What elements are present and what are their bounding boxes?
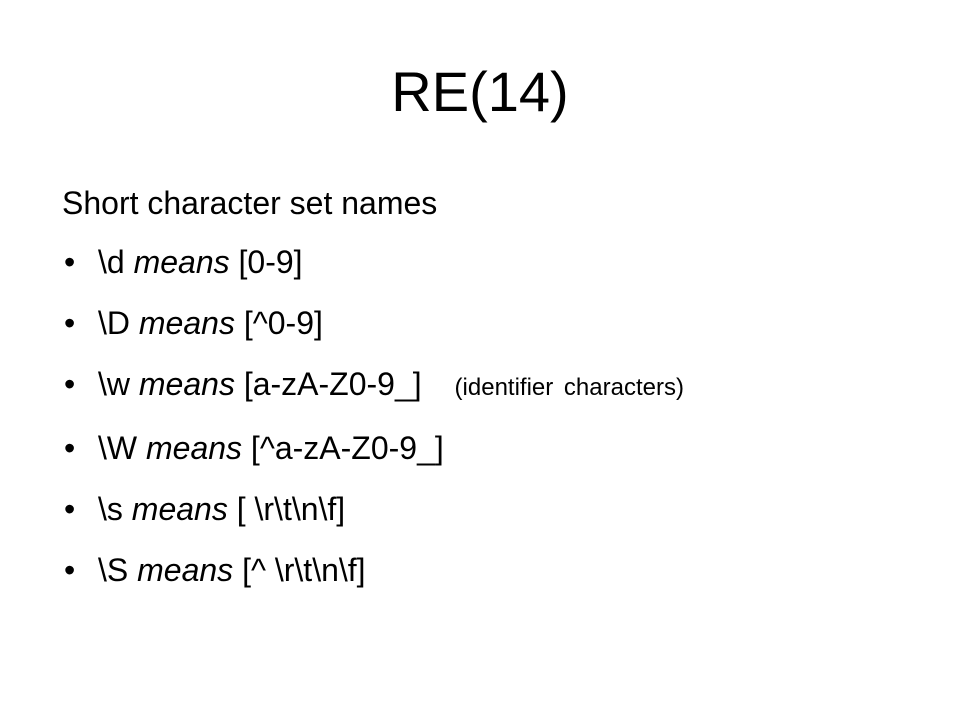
bullet-item-digit: • \d means [0-9] — [62, 232, 942, 293]
slide-subtitle: Short character set names — [62, 185, 438, 221]
means-keyword: means — [138, 305, 235, 341]
slide-title: RE(14) — [391, 60, 569, 123]
escape-code: \W — [98, 430, 138, 466]
means-keyword: means — [137, 552, 234, 588]
char-set: [^0-9] — [243, 305, 323, 341]
bullet-dot-icon: • — [64, 552, 76, 588]
bullet-dot-icon: • — [64, 244, 76, 280]
bullet-item-space: • \s means [ \r\t\n\f] — [62, 479, 942, 540]
bullet-list: • \d means [0-9] • \D means [^0-9] • \w … — [62, 232, 942, 601]
escape-code: \w — [98, 366, 130, 402]
bullet-dot-icon: • — [64, 366, 76, 402]
means-keyword: means — [138, 366, 235, 402]
bullet-dot-icon: • — [64, 305, 76, 341]
char-set: [^a-zA-Z0-9_] — [250, 430, 444, 466]
escape-code: \S — [98, 552, 129, 588]
bullet-dot-icon: • — [64, 430, 76, 466]
escape-code: \d — [98, 244, 125, 280]
bullet-item-word: • \w means [a-zA-Z0-9_] (identifier char… — [62, 354, 942, 418]
bullet-note: (identifier characters) — [454, 374, 684, 401]
char-set: [ \r\t\n\f] — [236, 491, 346, 527]
means-keyword: means — [145, 430, 243, 466]
bullet-item-non-word: • \W means [^a-zA-Z0-9_] — [62, 418, 942, 479]
means-keyword: means — [133, 244, 230, 280]
char-set: [a-zA-Z0-9_] — [243, 366, 422, 402]
means-keyword: means — [131, 491, 228, 527]
bullet-dot-icon: • — [64, 491, 76, 527]
char-set: [0-9] — [238, 244, 303, 280]
char-set: [^ \r\t\n\f] — [242, 552, 366, 588]
bullet-item-non-digit: • \D means [^0-9] — [62, 293, 942, 354]
slide-content: Short character set names • \d means [0-… — [62, 174, 942, 601]
escape-code: \D — [98, 305, 130, 341]
bullet-item-non-space: • \S means [^ \r\t\n\f] — [62, 540, 942, 601]
escape-code: \s — [98, 491, 123, 527]
